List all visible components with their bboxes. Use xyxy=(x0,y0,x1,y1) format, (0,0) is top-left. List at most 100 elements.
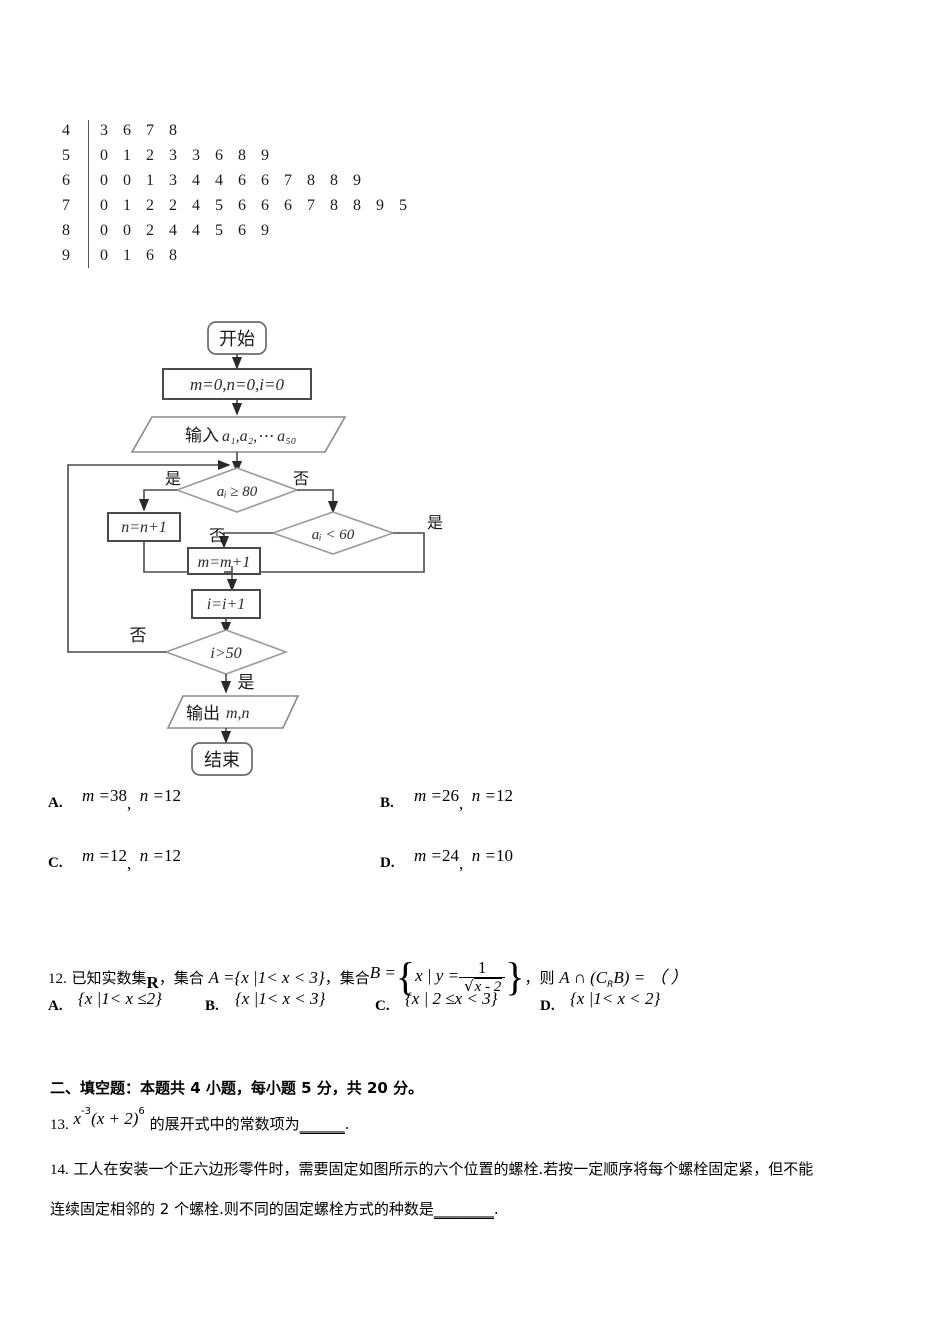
leaf-value: 7 xyxy=(307,197,315,214)
flowchart-init-label: m=0,n=0,i=0 xyxy=(190,375,284,394)
leaf-value: 7 xyxy=(146,122,154,139)
option-a-n-label: n = xyxy=(139,786,164,805)
leaf-value: 2 xyxy=(146,147,154,164)
right-brace: } xyxy=(505,954,525,999)
sqrt-icon: √x - 2 xyxy=(464,976,503,995)
question-12-set-r: R xyxy=(146,973,159,992)
option-b-n-label: n = xyxy=(471,786,496,805)
option-a-comma: , xyxy=(127,794,132,813)
stem-value: 4 xyxy=(62,122,70,139)
q12-option-b-letter: B. xyxy=(205,998,219,1014)
question-14-line-2: 连续固定相邻的 2 个螺栓.则不同的固定螺栓方式的种数是________. xyxy=(50,1198,499,1219)
option-b-letter: B. xyxy=(380,795,394,811)
option-d-comma: , xyxy=(459,854,464,873)
flowchart-cond1-label: aᵢ ≥ 80 xyxy=(217,484,258,500)
leaf-value: 1 xyxy=(123,147,131,164)
flowchart-i-increment-label: i=i+1 xyxy=(207,596,245,613)
option-c-n-label: n = xyxy=(139,846,164,865)
option-c-n-value: 12 xyxy=(163,846,181,865)
leaf-value: 8 xyxy=(169,122,177,139)
leaf-value: 1 xyxy=(123,247,131,264)
question-14-number: 14. xyxy=(50,1162,69,1178)
leaf-value: 9 xyxy=(376,197,384,214)
stem-value: 9 xyxy=(62,247,70,264)
option-b-body: m =26, n =12 xyxy=(414,786,513,813)
question-12-text-3: ，集合 xyxy=(324,969,370,987)
flowchart-m-increment-node xyxy=(187,547,261,575)
question-13-number: 13. xyxy=(50,1117,69,1133)
q12-option-a-letter: A. xyxy=(48,998,63,1014)
question-12-number: 12. xyxy=(48,971,67,987)
option-c-m-value: 12 xyxy=(110,846,127,865)
stem-leaf-divider xyxy=(88,120,89,268)
question-13-expr-sup: -3 xyxy=(81,1106,92,1117)
option-b-m-label: m = xyxy=(414,786,442,805)
question-13-expr-base: x xyxy=(73,1109,82,1128)
flowchart-output-label: 输出 xyxy=(186,704,220,724)
flowchart-cond3-no-label: 否 xyxy=(130,626,147,646)
q12-option-c-value: {x | 2 ≤x < 3} xyxy=(405,989,498,1008)
leaf-value: 0 xyxy=(100,147,108,164)
left-brace: { xyxy=(395,954,416,999)
option-b-n-value: 12 xyxy=(495,786,513,805)
flowchart-output-vars: m,n xyxy=(226,705,250,722)
question-12-result: A ∩ (C xyxy=(559,968,608,987)
q12-option-b-value: {x |1< x < 3} xyxy=(235,989,326,1008)
flowchart-cond1-yes-label: 是 xyxy=(165,469,181,488)
leaf-value: 8 xyxy=(238,147,246,164)
leaf-value: 6 xyxy=(215,147,223,164)
leaf-value: 8 xyxy=(307,172,315,189)
q12-option-c-letter: C. xyxy=(375,998,390,1014)
question12-options-row: A. {x |1< x ≤2} B. {x |1< x < 3} C. {x |… xyxy=(0,989,950,1065)
question-13-blank[interactable]: ______ xyxy=(299,1115,345,1134)
leaf-value: 2 xyxy=(169,197,177,214)
question-13-expr-paren-sup: 6 xyxy=(138,1106,145,1117)
option-a-m-value: 38 xyxy=(110,786,127,805)
leaf-value: 6 xyxy=(238,222,246,239)
option-a-body: m =38, n =12 xyxy=(82,786,181,813)
question-14-blank[interactable]: ________ xyxy=(433,1200,494,1219)
leaf-value: 5 xyxy=(215,197,223,214)
question-12-text-1: 已知实数集 xyxy=(71,969,147,987)
leaf-value: 6 xyxy=(123,122,131,139)
leaf-value: 9 xyxy=(261,222,269,239)
leaf-value: 6 xyxy=(261,197,269,214)
question-13: 13. x-3(x + 2)6 的展开式中的常数项为______. xyxy=(50,1106,350,1134)
question-12-set-a: A ={x |1< x < 3} xyxy=(208,968,325,987)
flowchart-decision-lt60 xyxy=(270,511,396,555)
leaf-value: 6 xyxy=(284,197,292,214)
option-b-m-value: 26 xyxy=(442,786,459,805)
option-c-letter: C. xyxy=(48,855,63,871)
option-b-comma: , xyxy=(459,794,464,813)
question-13-period: . xyxy=(344,1115,350,1133)
leaf-value: 2 xyxy=(146,197,154,214)
flowchart-n-increment-label: n=n+1 xyxy=(121,519,167,536)
option-d-body: m =24, n =10 xyxy=(414,846,513,873)
question-14-line-1: 14. 工人在安装一个正六边形零件时，需要固定如图所示的六个位置的螺栓.若按一定… xyxy=(50,1158,813,1179)
leaf-value: 9 xyxy=(261,147,269,164)
flowchart-cond2-no-label: 否 xyxy=(209,526,225,545)
question-12-text-4: ，则 xyxy=(524,969,555,987)
stem-value: 6 xyxy=(62,172,70,189)
flowchart-cond3-yes-label: 是 xyxy=(238,673,255,693)
question-12-fraction: 1√x - 2 xyxy=(459,959,506,996)
leaf-value: 0 xyxy=(100,247,108,264)
question-12-result-tail: B) = （ ） xyxy=(613,968,688,987)
leaf-value: 1 xyxy=(123,197,131,214)
leaf-value: 7 xyxy=(284,172,292,189)
flowchart-start-label: 开始 xyxy=(219,329,255,350)
leaf-value: 6 xyxy=(146,247,154,264)
leaf-value: 0 xyxy=(100,197,108,214)
algorithm-flowchart: 开始 m=0,n=0,i=0 输入 a₁,a₂,⋯ a₅₀ aᵢ ≥ 80 是 … xyxy=(0,300,950,800)
option-d-m-label: m = xyxy=(414,846,442,865)
question-13-text: 的展开式中的常数项为 xyxy=(149,1115,300,1133)
q12-option-a-value: {x |1< x ≤2} xyxy=(78,989,162,1008)
leaf-value: 0 xyxy=(100,172,108,189)
radicand: x - 2 xyxy=(473,977,503,995)
option-a-letter: A. xyxy=(48,795,63,811)
